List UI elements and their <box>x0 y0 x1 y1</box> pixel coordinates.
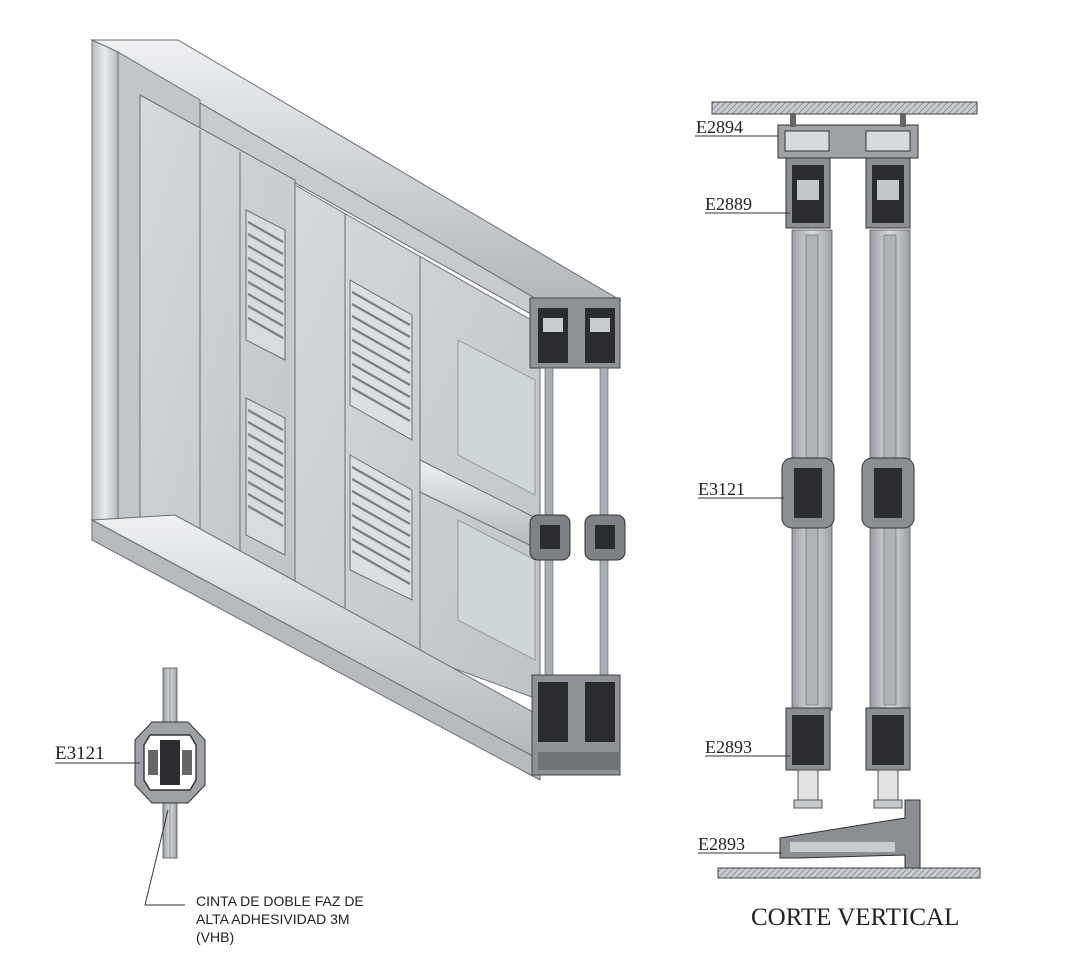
callout-e2894: E2894 <box>696 117 743 137</box>
isometric-window-view <box>90 39 626 781</box>
callout-e2893-bottom-rail: E2893 <box>705 737 752 757</box>
louvre-lower-back <box>245 397 286 556</box>
sill-front <box>91 519 541 781</box>
tape-note-line1: CINTA DE DOBLE FAZ DE <box>196 893 364 909</box>
vertical-section <box>695 101 981 879</box>
louvre-lower-front <box>349 454 413 601</box>
callout-e2893-sill: E2893 <box>698 834 745 854</box>
left-sash-section <box>781 157 835 809</box>
meeting-rail-detail <box>55 667 206 906</box>
glass-upper <box>457 339 536 496</box>
louvre-upper-back <box>245 209 286 361</box>
tape-note-line2: ALTA ADHESIVIDAD 3M <box>196 911 350 927</box>
cut-profile-bottom <box>531 674 621 776</box>
glass-lower <box>457 519 536 661</box>
tape-note-line3: (VHB) <box>196 929 234 945</box>
right-sash-section <box>861 157 915 809</box>
cut-profile-mid <box>529 514 626 561</box>
left-jamb <box>91 39 119 529</box>
cut-profile-top <box>529 297 621 369</box>
callout-e2889: E2889 <box>705 194 752 214</box>
detail-e3121-label: E3121 <box>55 743 105 764</box>
louvre-upper-front <box>349 279 413 441</box>
callout-e3121: E3121 <box>698 479 745 499</box>
section-title: CORTE VERTICAL <box>751 904 959 931</box>
